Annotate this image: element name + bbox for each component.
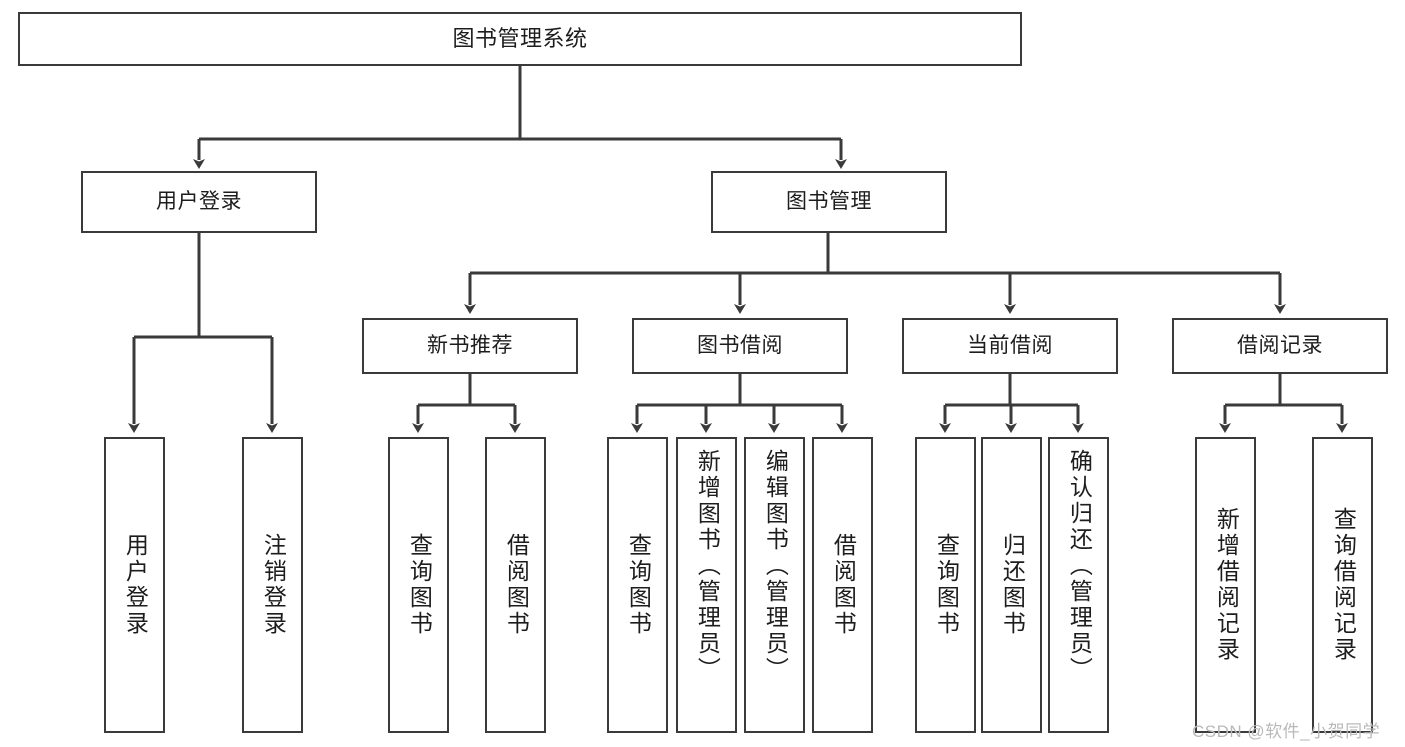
node-book-borrow-label: 图书借阅	[697, 333, 783, 357]
node-book-borrow[interactable]: 图书借阅	[632, 318, 848, 374]
node-borrow-record[interactable]: 借阅记录	[1172, 318, 1388, 374]
leaf-query-book-1-label: 查询图书	[406, 533, 433, 637]
node-new-book-recommend-label: 新书推荐	[427, 333, 513, 357]
node-root[interactable]: 图书管理系统	[18, 12, 1022, 66]
leaf-user-login-label: 用户登录	[122, 533, 149, 637]
csdn-watermark: CSDN @软件_小贺同学	[1192, 722, 1381, 741]
node-current-borrow-label: 当前借阅	[967, 333, 1053, 357]
leaf-query-book-3-label: 查询图书	[933, 533, 960, 637]
leaf-edit-book-label: 编辑图书（管理员）	[762, 449, 789, 683]
leaf-user-login[interactable]: 用户登录	[104, 437, 165, 733]
leaf-edit-book[interactable]: 编辑图书（管理员）	[744, 437, 805, 733]
leaf-query-record[interactable]: 查询借阅记录	[1312, 437, 1373, 733]
node-book-manage-label: 图书管理	[786, 189, 872, 213]
node-user-login[interactable]: 用户登录	[81, 171, 317, 233]
leaf-add-book[interactable]: 新增图书（管理员）	[676, 437, 737, 733]
leaf-add-record[interactable]: 新增借阅记录	[1195, 437, 1256, 733]
node-borrow-record-label: 借阅记录	[1237, 333, 1323, 357]
node-root-label: 图书管理系统	[452, 26, 588, 52]
leaf-return-book[interactable]: 归还图书	[981, 437, 1042, 733]
node-new-book-recommend[interactable]: 新书推荐	[362, 318, 578, 374]
leaf-logout-label: 注销登录	[260, 533, 287, 637]
leaf-add-book-label: 新增图书（管理员）	[694, 449, 721, 683]
leaf-query-book-3[interactable]: 查询图书	[915, 437, 976, 733]
leaf-borrow-book-2-label: 借阅图书	[830, 533, 857, 637]
leaf-query-book-2-label: 查询图书	[625, 533, 652, 637]
leaf-borrow-book-2[interactable]: 借阅图书	[812, 437, 873, 733]
leaf-confirm-return-label: 确认归还（管理员）	[1066, 449, 1093, 683]
leaf-borrow-book-1-label: 借阅图书	[503, 533, 530, 637]
leaf-query-book-1[interactable]: 查询图书	[388, 437, 449, 733]
leaf-confirm-return[interactable]: 确认归还（管理员）	[1048, 437, 1109, 733]
leaf-return-book-label: 归还图书	[999, 533, 1026, 637]
leaf-add-record-label: 新增借阅记录	[1213, 507, 1240, 663]
node-current-borrow[interactable]: 当前借阅	[902, 318, 1118, 374]
leaf-query-book-2[interactable]: 查询图书	[607, 437, 668, 733]
leaf-logout[interactable]: 注销登录	[242, 437, 303, 733]
node-user-login-label: 用户登录	[156, 189, 242, 213]
leaf-borrow-book-1[interactable]: 借阅图书	[485, 437, 546, 733]
node-book-manage[interactable]: 图书管理	[711, 171, 947, 233]
leaf-query-record-label: 查询借阅记录	[1330, 507, 1357, 663]
